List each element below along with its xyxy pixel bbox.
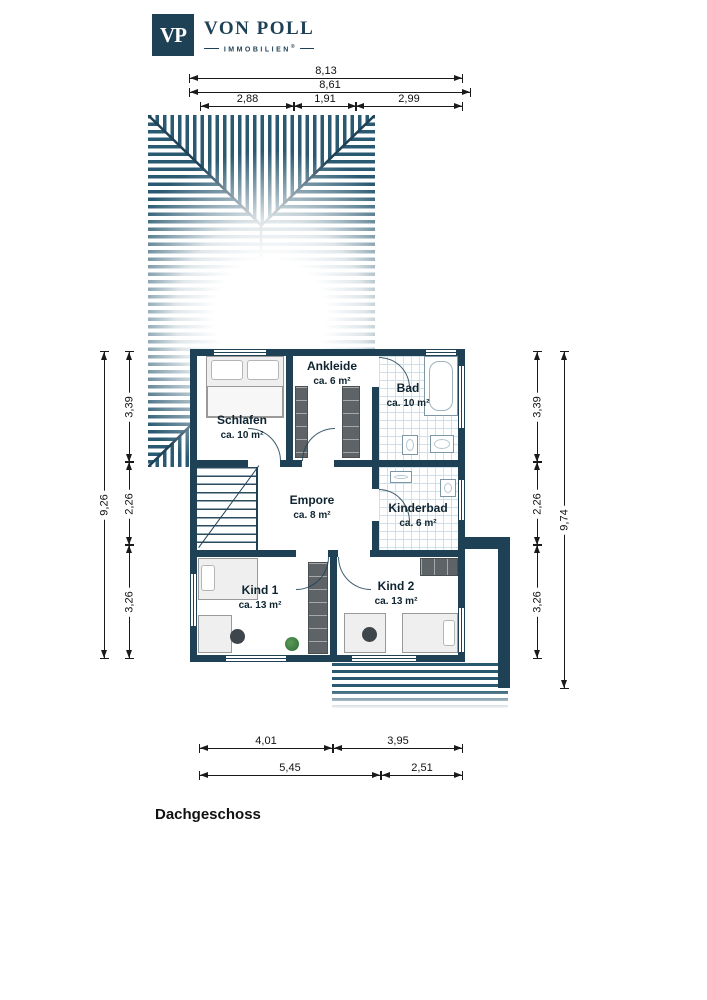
sink-icon (430, 435, 454, 453)
wardrobe-icon (295, 386, 308, 458)
wall-outer-top (190, 349, 465, 356)
dim-label: 9,74 (559, 505, 571, 535)
sink-icon (390, 471, 412, 483)
dim-label: 8,13 (312, 66, 340, 77)
dim-label: 3,39 (124, 392, 136, 422)
window-kind2-bottom (352, 655, 416, 662)
bathtub-icon (424, 356, 458, 416)
dim-right-total: 9,74 (559, 351, 571, 689)
dim-label: 9,26 (99, 490, 111, 520)
wall-mid-1 (190, 460, 248, 467)
dim-left-total: 9,26 (99, 351, 111, 659)
pillow-icon (211, 360, 243, 380)
dim-label: 2,99 (395, 94, 423, 105)
wardrobe-icon (420, 558, 458, 576)
wall-ankleide-bad (372, 387, 379, 467)
wall-lower-1 (190, 550, 296, 557)
room-label-empore: Empore ca. 8 m² (289, 493, 335, 521)
wall-lower-3 (370, 550, 465, 557)
window-kind2-right (458, 608, 465, 652)
wall-lower-2 (328, 550, 338, 557)
vonpoll-logo: VP VON POLL IMMOBILIEN® (152, 14, 315, 56)
wall-kind1-kind2 (330, 557, 337, 655)
window-kind1-bottom (226, 655, 286, 662)
subtitle-rule-right (299, 48, 315, 50)
dim-bottom-2b: 2,51 (381, 763, 463, 780)
wall-mid-2 (280, 460, 302, 467)
room-label-bad: Bad ca. 10 m² (386, 381, 430, 409)
dim-top-seg-1: 2,88 (200, 94, 295, 111)
brand-subtitle-text: IMMOBILIEN® (223, 44, 295, 54)
dim-bottom-2a: 5,45 (199, 763, 381, 780)
floor-plan: Schlafen ca. 10 m² Ankleide ca. 6 m² Bad… (190, 349, 465, 662)
subtitle-rule-left (204, 48, 219, 50)
wall-outer-left (190, 349, 197, 662)
room-label-ankleide: Ankleide ca. 6 m² (306, 359, 357, 387)
wardrobe-icon (342, 386, 360, 458)
room-label-kind2: Kind 2 ca. 13 m² (374, 579, 418, 607)
dim-top-inner: 8,61 (189, 80, 471, 97)
brand-text: VON POLL IMMOBILIEN® (204, 14, 315, 54)
window-kinderbad-right (458, 480, 465, 520)
wall-outer-bottom (190, 655, 465, 662)
balcony-wall-right (498, 537, 510, 688)
pillow-icon (247, 360, 279, 380)
dim-left-seg-3: 3,26 (124, 544, 136, 659)
toilet-icon (440, 479, 456, 497)
dim-label: 1,91 (311, 94, 339, 105)
dim-label: 4,01 (252, 736, 280, 747)
vp-monogram-text: VP (160, 22, 187, 47)
dim-left-seg-2: 2,26 (124, 461, 136, 546)
dim-label: 5,45 (276, 763, 304, 774)
dim-label: 3,26 (124, 586, 136, 617)
dim-bottom-1a: 4,01 (199, 736, 333, 753)
wall-schlafen-ankleide (286, 356, 293, 460)
window-kind1-left (190, 574, 197, 626)
wall-mid-3 (334, 460, 465, 467)
blanket-icon (207, 386, 283, 417)
stairs-direction-line (198, 465, 260, 548)
room-label-kind1: Kind 1 ca. 13 m² (238, 583, 282, 611)
window-bad-top (426, 349, 456, 356)
dim-label: 2,26 (124, 488, 136, 519)
floor-title: Dachgeschoss (155, 806, 261, 823)
dim-label: 3,39 (532, 392, 544, 422)
dim-label: 3,26 (532, 586, 544, 617)
brand-subtitle: IMMOBILIEN® (204, 44, 315, 54)
dim-right-seg-1: 3,39 (532, 351, 544, 463)
room-label-kinderbad: Kinderbad ca. 6 m² (388, 501, 448, 529)
plant-icon (285, 637, 299, 651)
balcony-hatch (332, 663, 508, 711)
pillow-icon (201, 565, 215, 591)
dim-label: 2,88 (233, 94, 262, 105)
dim-right-seg-2: 2,26 (532, 461, 544, 546)
registered-mark: ® (290, 44, 295, 50)
dim-label: 2,51 (408, 763, 436, 774)
stairs (197, 465, 260, 550)
dim-top-outer: 8,13 (189, 66, 463, 83)
toilet-icon (402, 435, 418, 455)
chair-icon (362, 627, 377, 642)
vp-monogram-icon: VP (152, 14, 194, 56)
chair-icon (230, 629, 245, 644)
dim-left-seg-1: 3,39 (124, 351, 136, 463)
dim-bottom-1b: 3,95 (333, 736, 463, 753)
dim-top-seg-3: 2,99 (355, 94, 463, 111)
wall-empore-kinderbad-2 (372, 521, 379, 550)
wall-empore-kinderbad-1 (372, 467, 379, 489)
dim-label: 2,26 (532, 488, 544, 519)
window-schlafen-top (214, 349, 266, 356)
dim-label: 8,61 (316, 80, 344, 91)
dim-label: 3,95 (384, 736, 412, 747)
desk-icon (198, 615, 232, 653)
room-label-schlafen: Schlafen ca. 10 m² (216, 413, 267, 441)
dim-top-seg-2: 1,91 (293, 94, 357, 111)
window-bad-right (458, 366, 465, 428)
brand-name: VON POLL (204, 18, 315, 39)
pillow-icon (443, 620, 455, 646)
dim-right-seg-3: 3,26 (532, 544, 544, 659)
